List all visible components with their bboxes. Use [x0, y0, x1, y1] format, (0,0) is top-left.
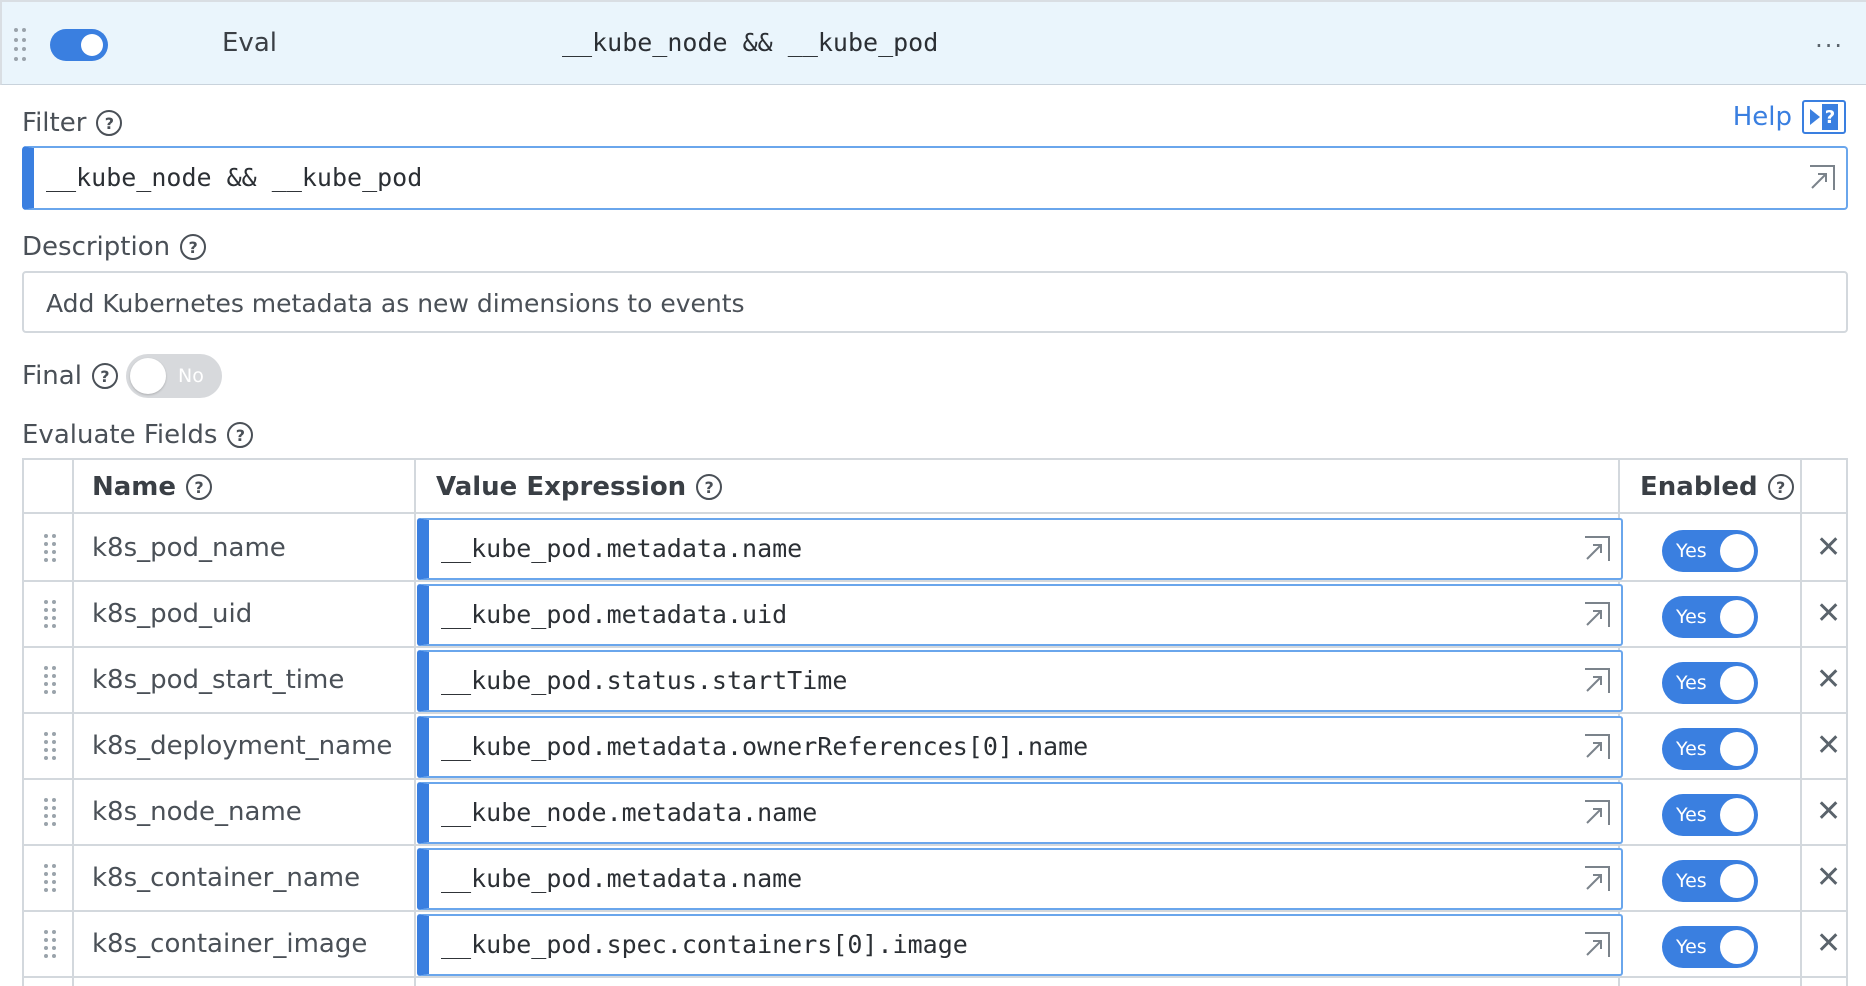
final-label: Final ?: [22, 361, 118, 391]
enabled-toggle[interactable]: Yes: [1662, 926, 1758, 968]
value-expression-input[interactable]: __kube_pod.metadata.name: [417, 518, 1623, 580]
remove-row-close-icon[interactable]: ✕: [1816, 926, 1842, 961]
question-circle-icon[interactable]: ?: [227, 422, 254, 448]
function-filter-summary: __kube_node && __kube_pod: [562, 28, 939, 57]
enabled-toggle[interactable]: Yes: [1662, 728, 1758, 770]
table-header: Name ? Value Expression ? Enabled ?: [24, 460, 1846, 514]
final-toggle[interactable]: No: [126, 354, 222, 398]
remove-row-close-icon[interactable]: ✕: [1816, 662, 1842, 697]
question-circle-icon[interactable]: ?: [91, 363, 118, 389]
remove-row-close-icon[interactable]: ✕: [1816, 728, 1842, 763]
field-name[interactable]: k8s_container_image: [92, 929, 368, 959]
enabled-toggle[interactable]: Yes: [1662, 860, 1758, 902]
filter-label: Filter ?: [22, 108, 123, 138]
row-drag-handle-icon[interactable]: [44, 666, 56, 694]
function-header: Eval __kube_node && __kube_pod ···: [0, 0, 1866, 85]
field-name[interactable]: k8s_deployment_name: [92, 731, 393, 761]
row-drag-handle-icon[interactable]: [44, 864, 56, 892]
question-circle-icon[interactable]: ?: [96, 110, 123, 136]
expand-editor-icon[interactable]: [1583, 733, 1611, 761]
description-input[interactable]: Add Kubernetes metadata as new dimension…: [22, 271, 1848, 333]
evaluate-fields-label: Evaluate Fields ?: [22, 420, 254, 450]
column-header-value-expression: Value Expression ?: [436, 472, 723, 502]
enabled-toggle[interactable]: Yes: [1662, 596, 1758, 638]
more-options-icon[interactable]: ···: [1815, 32, 1844, 60]
expand-editor-icon[interactable]: [1583, 667, 1611, 695]
field-name[interactable]: k8s_pod_start_time: [92, 665, 345, 695]
column-header-name: Name ?: [92, 472, 213, 502]
help-panel-icon[interactable]: ?: [1802, 100, 1846, 134]
field-name[interactable]: k8s_pod_name: [92, 533, 286, 563]
table-row: k8s_container_image __kube_pod.spec.cont…: [24, 912, 1846, 978]
expand-editor-icon[interactable]: [1808, 164, 1836, 192]
column-header-enabled: Enabled ?: [1640, 472, 1794, 502]
question-circle-icon[interactable]: ?: [180, 234, 207, 260]
question-circle-icon[interactable]: ?: [1767, 474, 1794, 500]
row-drag-handle-icon[interactable]: [44, 732, 56, 760]
enabled-toggle[interactable]: Yes: [1662, 530, 1758, 572]
table-row: k8s_pod_name __kube_pod.metadata.name Ye…: [24, 516, 1846, 582]
expand-editor-icon[interactable]: [1583, 865, 1611, 893]
filter-value: __kube_node && __kube_pod: [46, 163, 423, 192]
remove-row-close-icon[interactable]: ✕: [1816, 596, 1842, 631]
evaluate-fields-table: Name ? Value Expression ? Enabled ? k8s_…: [22, 458, 1848, 986]
row-drag-handle-icon[interactable]: [44, 534, 56, 562]
enabled-toggle[interactable]: Yes: [1662, 794, 1758, 836]
help-link[interactable]: Help ?: [1733, 100, 1846, 134]
value-expression-input[interactable]: __kube_pod.status.startTime: [417, 650, 1623, 712]
question-circle-icon[interactable]: ?: [186, 474, 213, 500]
row-drag-handle-icon[interactable]: [44, 930, 56, 958]
remove-row-close-icon[interactable]: ✕: [1816, 860, 1842, 895]
table-row: k8s_deployment_name __kube_pod.metadata.…: [24, 714, 1846, 780]
row-drag-handle-icon[interactable]: [44, 798, 56, 826]
function-enabled-toggle[interactable]: [50, 29, 108, 61]
field-name[interactable]: k8s_node_name: [92, 797, 302, 827]
value-expression-input[interactable]: __kube_pod.metadata.name: [417, 848, 1623, 910]
expand-editor-icon[interactable]: [1583, 799, 1611, 827]
table-row: k8s_pod_start_time __kube_pod.status.sta…: [24, 648, 1846, 714]
value-expression-input[interactable]: __kube_pod.metadata.ownerReferences[0].n…: [417, 716, 1623, 778]
description-label: Description ?: [22, 232, 207, 262]
field-name[interactable]: k8s_container_name: [92, 863, 361, 893]
function-name: Eval: [222, 28, 277, 58]
row-drag-handle-icon[interactable]: [44, 600, 56, 628]
filter-input[interactable]: __kube_node && __kube_pod: [22, 146, 1848, 210]
table-row: k8s_node_name __kube_node.metadata.name …: [24, 780, 1846, 846]
question-circle-icon[interactable]: ?: [696, 474, 723, 500]
table-row: k8s_container_name __kube_pod.metadata.n…: [24, 846, 1846, 912]
drag-handle-icon[interactable]: [14, 28, 28, 62]
value-expression-input[interactable]: __kube_pod.metadata.uid: [417, 584, 1623, 646]
description-value: Add Kubernetes metadata as new dimension…: [46, 289, 745, 318]
expand-editor-icon[interactable]: [1583, 931, 1611, 959]
remove-row-close-icon[interactable]: ✕: [1816, 794, 1842, 829]
value-expression-input[interactable]: __kube_pod.spec.containers[0].image: [417, 914, 1623, 976]
expand-editor-icon[interactable]: [1583, 535, 1611, 563]
remove-row-close-icon[interactable]: ✕: [1816, 530, 1842, 565]
table-row: k8s_pod_uid __kube_pod.metadata.uid Yes …: [24, 582, 1846, 648]
enabled-toggle[interactable]: Yes: [1662, 662, 1758, 704]
value-expression-input[interactable]: __kube_node.metadata.name: [417, 782, 1623, 844]
expand-editor-icon[interactable]: [1583, 601, 1611, 629]
field-name[interactable]: k8s_pod_uid: [92, 599, 253, 629]
